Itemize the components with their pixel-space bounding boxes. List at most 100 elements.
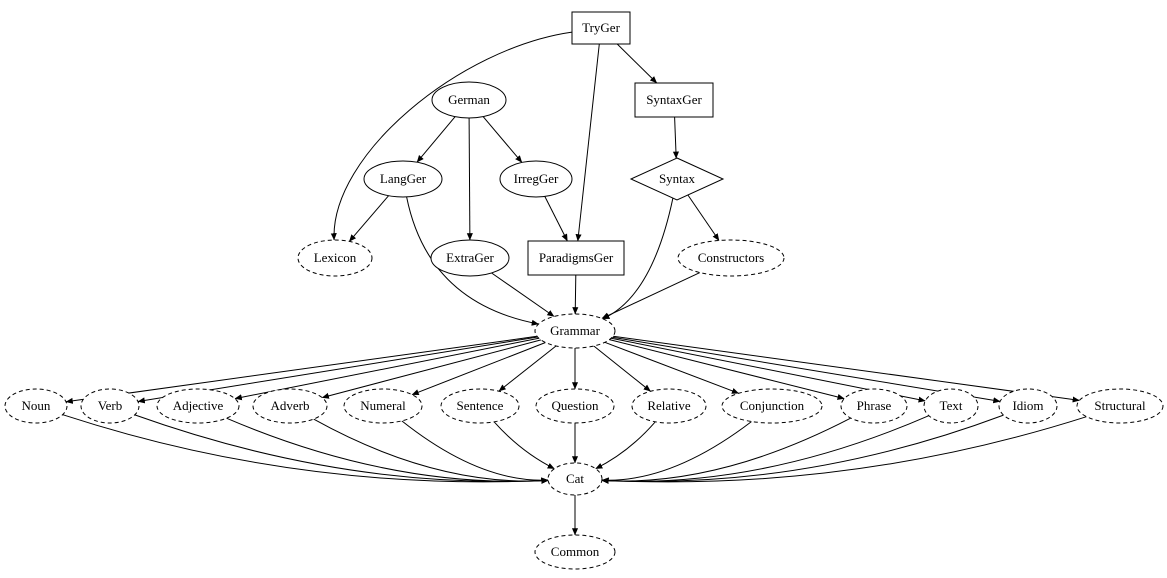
edge-Conjunction-Cat xyxy=(601,421,752,484)
SyntaxGer-label: SyntaxGer xyxy=(646,92,702,107)
edge-LangGer-Grammar xyxy=(406,196,539,326)
node-Constructors: Constructors xyxy=(677,239,785,277)
edge-Structural-Cat xyxy=(601,416,1087,484)
edge-TryGer-Lexicon xyxy=(330,31,573,241)
Phrase-label: Phrase xyxy=(857,398,892,413)
Question-label: Question xyxy=(552,398,599,413)
Relative-shape xyxy=(631,388,707,424)
Grammar-shape xyxy=(534,313,616,349)
node-Question: Question xyxy=(535,388,615,424)
edge-German-IrregGer xyxy=(482,116,523,163)
Common-shape xyxy=(534,534,616,570)
edge-Grammar-Conjunction xyxy=(604,341,740,394)
node-Numeral: Numeral xyxy=(343,388,423,424)
TryGer-shape xyxy=(571,11,631,45)
LangGer-label: LangGer xyxy=(380,171,427,186)
edge-Verb-Cat xyxy=(134,414,549,484)
edge-TryGer-SyntaxGer xyxy=(616,43,658,84)
edge-Noun-Cat xyxy=(62,414,549,484)
node-Adverb: Adverb xyxy=(252,388,328,424)
node-ParadigmsGer: ParadigmsGer xyxy=(527,240,625,276)
Text-label: Text xyxy=(940,398,963,413)
edge-Constructors-Grammar xyxy=(601,272,701,319)
node-Cat: Cat xyxy=(547,462,603,496)
Conjunction-shape xyxy=(721,388,823,424)
SyntaxGer-shape xyxy=(634,82,714,118)
node-Syntax: Syntax xyxy=(629,157,725,201)
edge-Syntax-Constructors xyxy=(687,194,720,241)
Numeral-label: Numeral xyxy=(360,398,406,413)
edge-Grammar-Numeral xyxy=(411,342,546,396)
edge-Grammar-Adjective xyxy=(234,337,539,401)
Verb-shape xyxy=(80,388,140,424)
node-Structural: Structural xyxy=(1076,388,1164,424)
node-German: German xyxy=(431,81,507,119)
Structural-shape xyxy=(1076,388,1164,424)
Syntax-shape xyxy=(629,157,725,201)
ExtraGer-shape xyxy=(430,239,510,277)
node-Idiom: Idiom xyxy=(998,388,1058,424)
edge-Grammar-Noun xyxy=(65,335,538,404)
edge-ParadigmsGer-Grammar xyxy=(572,274,579,315)
Sentence-shape xyxy=(440,388,520,424)
edge-Grammar-Phrase xyxy=(609,339,845,400)
Verb-label: Verb xyxy=(98,398,123,413)
Structural-label: Structural xyxy=(1094,398,1146,413)
Constructors-label: Constructors xyxy=(698,250,764,265)
node-Conjunction: Conjunction xyxy=(721,388,823,424)
Phrase-shape xyxy=(840,388,908,424)
edge-Grammar-Sentence xyxy=(498,345,557,392)
Numeral-shape xyxy=(343,388,423,424)
edge-Relative-Cat xyxy=(595,421,656,470)
edge-IrregGer-ParadigmsGer xyxy=(544,196,568,242)
ParadigmsGer-shape xyxy=(527,240,625,276)
edge-German-LangGer xyxy=(416,116,456,163)
LangGer-shape xyxy=(363,160,443,198)
Noun-label: Noun xyxy=(22,398,51,413)
IrregGer-shape xyxy=(499,160,573,198)
Relative-label: Relative xyxy=(647,398,691,413)
edge-Text-Cat xyxy=(601,415,929,484)
Conjunction-label: Conjunction xyxy=(740,398,805,413)
edge-TryGer-ParadigmsGer xyxy=(575,43,600,242)
node-ExtraGer: ExtraGer xyxy=(430,239,510,277)
edge-layer xyxy=(62,31,1087,536)
node-Lexicon: Lexicon xyxy=(297,239,373,277)
node-Adjective: Adjective xyxy=(156,388,240,424)
Common-label: Common xyxy=(551,544,600,559)
edge-German-ExtraGer xyxy=(466,117,473,241)
TryGer-label: TryGer xyxy=(582,20,620,35)
Constructors-shape xyxy=(677,239,785,277)
Adverb-shape xyxy=(252,388,328,424)
node-Sentence: Sentence xyxy=(440,388,520,424)
edge-Numeral-Cat xyxy=(401,420,549,484)
edge-Grammar-Idiom xyxy=(612,336,1001,404)
node-Relative: Relative xyxy=(631,388,707,424)
Cat-label: Cat xyxy=(566,471,584,486)
edge-Grammar-Relative xyxy=(593,345,651,392)
Adjective-label: Adjective xyxy=(173,398,224,413)
node-TryGer: TryGer xyxy=(571,11,631,45)
Adverb-label: Adverb xyxy=(271,398,310,413)
edge-Grammar-Structural xyxy=(613,335,1080,403)
edge-Phrase-Cat xyxy=(601,417,852,484)
Idiom-label: Idiom xyxy=(1012,398,1043,413)
ParadigmsGer-label: ParadigmsGer xyxy=(539,250,614,265)
edge-SyntaxGer-Syntax xyxy=(672,116,679,159)
Idiom-shape xyxy=(998,388,1058,424)
IrregGer-label: IrregGer xyxy=(514,171,559,186)
Question-shape xyxy=(535,388,615,424)
edge-Grammar-Adverb xyxy=(321,339,542,399)
edge-Adjective-Cat xyxy=(226,417,549,484)
edge-ExtraGer-Grammar xyxy=(491,272,555,317)
node-LangGer: LangGer xyxy=(363,160,443,198)
Text-shape xyxy=(923,388,979,424)
node-SyntaxGer: SyntaxGer xyxy=(634,82,714,118)
node-IrregGer: IrregGer xyxy=(499,160,573,198)
Cat-shape xyxy=(547,462,603,496)
Lexicon-shape xyxy=(297,239,373,277)
ExtraGer-label: ExtraGer xyxy=(446,250,494,265)
